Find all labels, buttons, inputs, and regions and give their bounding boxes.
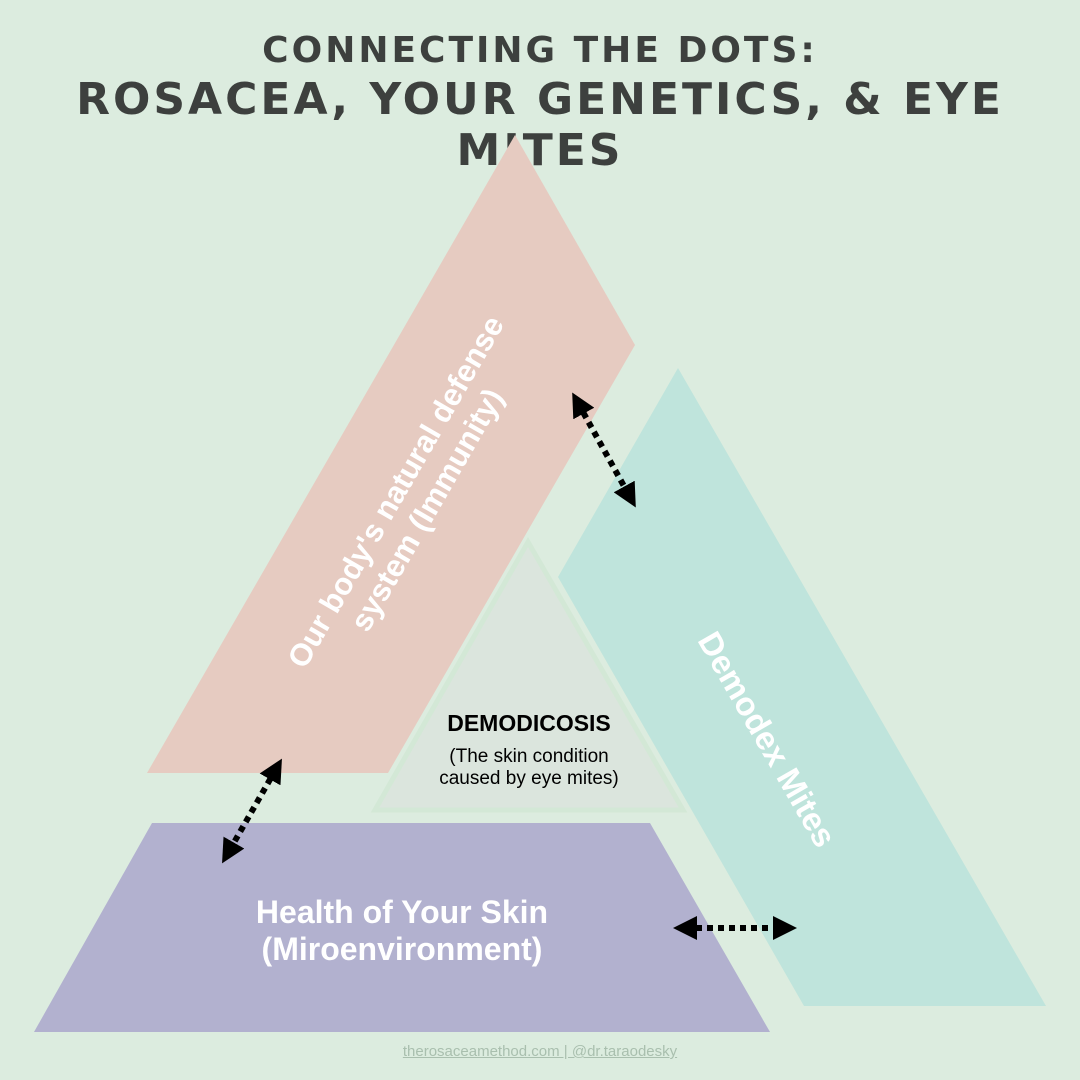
mites-shape [558, 368, 1046, 1006]
arrow-immunity-skin [222, 758, 282, 864]
title-line-1: CONNECTING THE DOTS: [262, 30, 818, 71]
immunity-shape [147, 135, 635, 773]
center-line-2: caused by eye mites) [439, 768, 619, 789]
skin-label-line-2: (Miroenvironment) [262, 931, 543, 967]
skin-label-line-1: Health of Your Skin [256, 894, 548, 930]
arrow-immunity-mites [572, 392, 636, 508]
title-line-2: ROSACEA, YOUR GENETICS, & EYE MITES [76, 74, 1004, 176]
footer-link[interactable]: therosaceamethod.com | @dr.taraodesky [402, 1043, 678, 1060]
center-title: DEMODICOSIS [447, 710, 611, 736]
center-line-1: (The skin condition [449, 746, 608, 767]
skin-shape [34, 823, 770, 1032]
demodicosis-triangle [370, 536, 688, 813]
